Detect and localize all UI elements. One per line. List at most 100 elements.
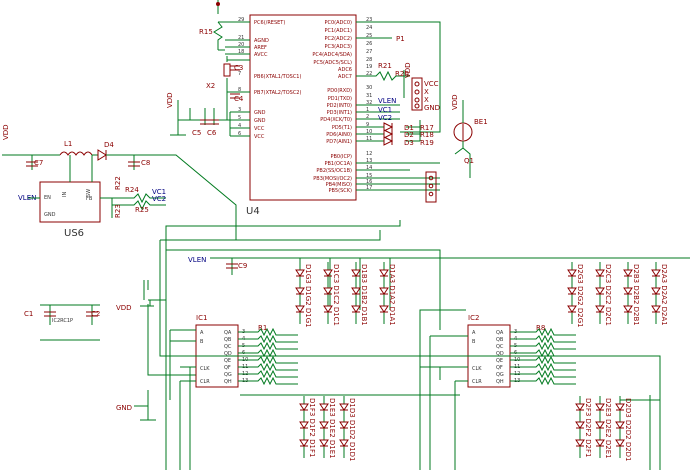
d1-label: D1 — [404, 124, 414, 132]
led-symbol — [615, 421, 625, 429]
resistor-network-line — [510, 327, 576, 337]
led-symbol — [295, 287, 305, 295]
led-symbol — [319, 403, 329, 411]
r25-label: R25 — [135, 206, 149, 214]
r8-label: R8 — [536, 324, 545, 332]
led-string-label: D1D3 D1D2 D1D1 — [348, 398, 356, 462]
decoupling-caps: C1 C2 IC2RC1P — [24, 304, 100, 341]
u4-right-pin-name: PB1(OC1A) — [324, 161, 352, 167]
u4-right-pin-num: 14 — [366, 165, 372, 171]
led-string-label: D2A3 D2A2 D2A1 — [660, 264, 668, 326]
vlen-u6-label: VLEN — [18, 194, 36, 202]
c2-label: C2 — [91, 310, 100, 318]
vled-net-label: VLEN — [188, 256, 206, 264]
ic-q-pin-name: QF — [224, 365, 231, 371]
u4-left-pin-name: AGND — [254, 38, 269, 44]
ic-q-pin-name: QA — [496, 330, 504, 336]
ic-q-pin-name: QG — [496, 372, 504, 378]
vc2-net-label: VC2 — [378, 114, 392, 122]
led-symbol — [339, 421, 349, 429]
u4-right-pin-name: PD2(INT0) — [327, 103, 352, 109]
u4-right-pin-name: ADC6 — [338, 67, 352, 73]
ic-q-pin-name: QD — [224, 351, 232, 357]
resistor-network-line — [238, 362, 298, 372]
x2-label: X2 — [206, 82, 215, 90]
led-string-label: D2F3 D2F2 D2F1 — [584, 398, 592, 457]
led-string-label: D2G3 D2G2 D2G1 — [576, 264, 584, 328]
u4-right-pin-name: ADC7 — [338, 74, 352, 80]
led-symbol — [339, 403, 349, 411]
u4-right-pin-name: PD0(RXD) — [327, 88, 352, 94]
ic1-pin-clk: CLK — [200, 366, 210, 372]
ic-q-pin-name: QC — [496, 344, 504, 350]
r17-label: R17 — [420, 124, 434, 132]
c5-label: C5 — [192, 129, 201, 137]
led-symbol — [299, 421, 309, 429]
led-symbol — [319, 439, 329, 447]
vcc-conn-label: VCC — [424, 80, 439, 88]
u4-right-pin-name: PC0(ADC0) — [324, 20, 352, 26]
resistor-network-line — [238, 334, 298, 344]
led-string-label: D2D3 D2D2 D2D1 — [624, 398, 632, 462]
u4-right-pin-num: 1 — [366, 107, 369, 113]
u4-left-pin-name: GND — [254, 110, 266, 116]
led-symbol — [379, 305, 389, 313]
u4-left-pin-name: VCC — [254, 126, 265, 132]
u4-label: U4 — [246, 206, 260, 217]
u4-right-pin-num: 15 — [366, 173, 372, 179]
led-symbol — [623, 287, 633, 295]
u6-gnd: GND — [44, 212, 56, 218]
ic2-label: IC2 — [468, 314, 479, 322]
led-symbol — [595, 421, 605, 429]
resistor-network-line — [510, 362, 576, 372]
u4-left-pin-name: PC6(/RESET) — [254, 20, 285, 26]
u4-left-pin-name: GND — [254, 118, 266, 124]
u4-right-pin-name: PB2(SS/OC1B) — [316, 168, 352, 174]
u4-right-pin-name: PB5(SCK) — [329, 188, 353, 194]
ic2-pin-clr: CLR — [472, 379, 482, 385]
u4-right-pin-num: 19 — [366, 64, 372, 70]
resistor-network-line — [238, 341, 298, 351]
led-symbol — [323, 305, 333, 313]
c3-label: C3 — [234, 64, 243, 72]
ic-q-pin-name: QC — [224, 344, 232, 350]
resistor-network-line — [238, 348, 298, 358]
vdd-supply-label: VDD — [2, 124, 10, 140]
be1-label: BE1 — [474, 118, 488, 126]
u4-right-pin-num: 22 — [366, 71, 372, 77]
u4-right-pin-num: 17 — [366, 185, 372, 191]
c1-label: C1 — [24, 310, 33, 318]
led-symbol — [319, 421, 329, 429]
u6-en: EN — [44, 195, 51, 201]
u4-right-pins: PC0(ADC0)23PC1(ADC1)24PC2(ADC2)25PC3(ADC… — [312, 17, 372, 194]
u4-right-pin-num: 9 — [366, 122, 369, 128]
u4-left-pin-num: 29 — [238, 17, 244, 23]
c6-label: C6 — [207, 129, 217, 137]
u6-in: IN — [62, 192, 68, 197]
ic-q-pin-name: QE — [496, 358, 503, 364]
led-symbol — [567, 269, 577, 277]
u4-right-pin-name: PD3(INT1) — [327, 110, 352, 116]
u4-right-pin-num: 2 — [366, 114, 369, 120]
u4-left-pin-name: PB6(XTAL1/TOSC1) — [254, 74, 301, 80]
led-string-label: D2E3 D2E2 D2E1 — [604, 398, 612, 459]
vc1-supply-label: VC1 — [152, 188, 166, 196]
r20-label: R20 — [395, 70, 409, 78]
u4-right-components: P1 R21 R20 VCC X X GND VDD VLEN VC1 VC2 … — [356, 21, 488, 203]
d2-label: D2 — [404, 131, 414, 139]
u4-left-pin-num: 5 — [238, 115, 241, 121]
led-symbol — [295, 305, 305, 313]
u6-sw: SW — [86, 189, 92, 197]
xx-conn-label: X — [424, 96, 429, 104]
led-symbol — [595, 403, 605, 411]
u4-right-pin-num: 12 — [366, 151, 372, 157]
u4-right-pin-name: PD6(AIN0) — [326, 132, 352, 138]
vc1-net-label: VC1 — [378, 106, 392, 114]
gnd-main-label: GND — [116, 404, 132, 412]
u4-right-pin-num: 25 — [366, 33, 372, 39]
led-symbol — [575, 421, 585, 429]
u4-left-pins: PC6(/RESET)29AGND21AREF20AVCC18PB6(XTAL1… — [238, 17, 301, 140]
